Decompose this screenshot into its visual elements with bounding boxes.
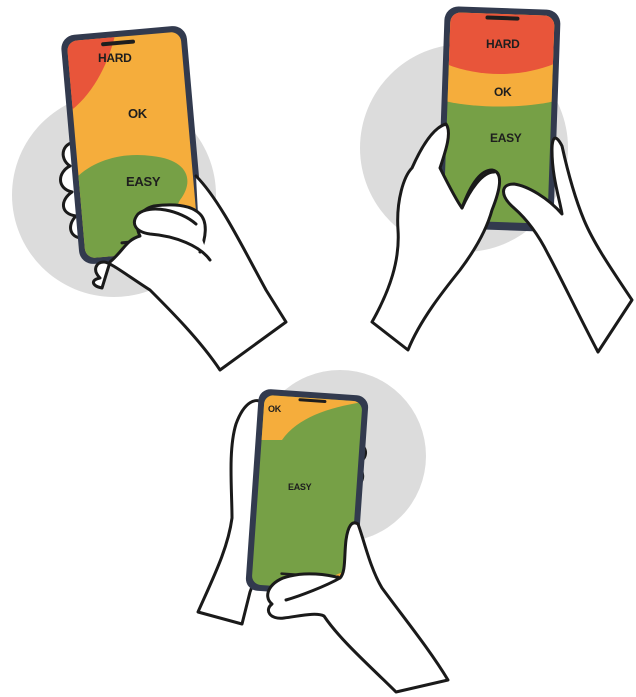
zone-label-easy: EASY <box>288 482 312 492</box>
zone-label-ok: OK <box>494 85 512 99</box>
zone-label-ok-top: OK <box>268 404 282 414</box>
zone-label-easy: EASY <box>490 131 522 145</box>
one-hand-illustration: HARD OK EASY <box>12 20 286 370</box>
cradled-illustration: OK EASY OK <box>198 370 448 692</box>
two-hand-illustration: HARD OK EASY <box>360 0 632 352</box>
zone-label-easy: EASY <box>126 174 161 189</box>
zone-label-ok: OK <box>128 106 148 121</box>
zone-label-hard: HARD <box>98 51 132 65</box>
zone-label-hard: HARD <box>486 37 520 51</box>
